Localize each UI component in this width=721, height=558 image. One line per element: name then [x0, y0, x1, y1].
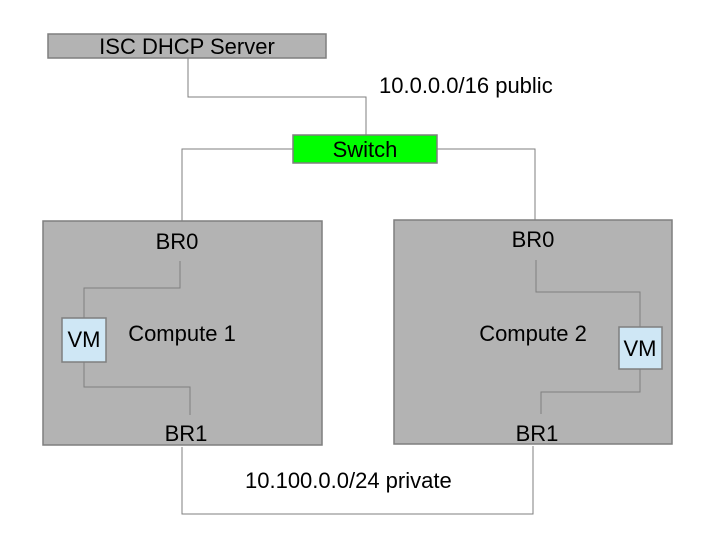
compute2-br1-label: BR1	[516, 421, 559, 446]
switch-box	[292, 134, 438, 164]
dhcp-server-box	[47, 33, 327, 59]
compute1-br0-label: BR0	[156, 229, 199, 254]
public-network-label: 10.0.0.0/16 public	[379, 73, 553, 98]
compute1-br1-label: BR1	[165, 421, 208, 446]
compute1-vm-label: VM	[68, 327, 101, 352]
compute2-br0-to-vm-link	[535, 260, 641, 327]
compute2-vm-to-br1-link	[540, 369, 641, 414]
compute1-label: Compute 1	[128, 321, 236, 346]
compute1-vm-box	[61, 317, 107, 363]
switch-to-compute2-link	[437, 148, 536, 220]
switch-to-compute1-link	[181, 148, 293, 221]
compute2-vm-box	[618, 326, 663, 370]
switch-label: Switch	[333, 137, 398, 162]
compute2-label: Compute 2	[479, 321, 587, 346]
compute1-br0-to-vm-link	[83, 261, 181, 318]
dhcp-server-label: ISC DHCP Server	[99, 34, 275, 59]
private-network-label: 10.100.0.0/24 private	[245, 468, 452, 493]
compute2-br0-label: BR0	[512, 227, 555, 252]
connections	[83, 58, 641, 515]
compute1-vm-to-br1-link	[83, 362, 191, 415]
compute2-vm-label: VM	[624, 336, 657, 361]
private-network-link	[181, 446, 534, 515]
dhcp-to-switch-link	[187, 58, 367, 135]
